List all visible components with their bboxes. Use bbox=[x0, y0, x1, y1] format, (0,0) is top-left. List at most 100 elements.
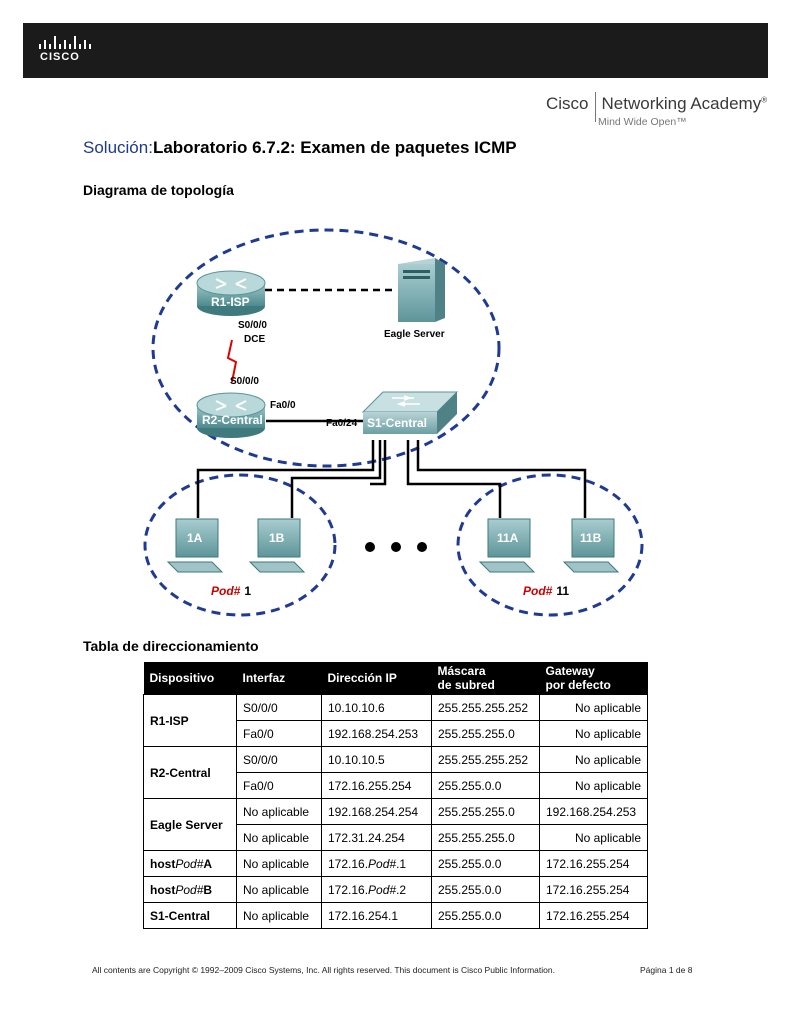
s1-label: S1-Central bbox=[367, 416, 427, 430]
cell-ip: 172.16.254.1 bbox=[321, 902, 432, 929]
cell-device: R2-Central bbox=[143, 746, 237, 799]
pc-1b-label: 1B bbox=[269, 531, 285, 545]
pc-11b-label: 11B bbox=[580, 531, 602, 545]
pod1-label: Pod#1 bbox=[211, 584, 251, 598]
r1-interface-label: S0/0/0 bbox=[238, 320, 267, 331]
pod-cabling bbox=[196, 440, 587, 518]
cisco-logo-text: CISCO bbox=[40, 51, 80, 63]
table-row: Eagle Server No aplicable 192.168.254.25… bbox=[143, 798, 648, 851]
pod11-ellipse bbox=[456, 473, 644, 617]
cell-interface: S0/0/0 bbox=[236, 694, 322, 721]
cell-mask: 255.255.0.0 bbox=[431, 772, 540, 799]
cell-ip-pod: Pod# bbox=[368, 882, 397, 897]
ellipsis-dot bbox=[365, 542, 375, 552]
cell-device: S1-Central bbox=[143, 902, 237, 929]
table-row: hostPod#B No aplicable 172.16.Pod#.2 255… bbox=[143, 876, 648, 903]
cell-device-prefix: host bbox=[150, 882, 176, 897]
academy-tagline: Mind Wide Open™ bbox=[598, 116, 687, 128]
addressing-heading: Tabla de direccionamiento bbox=[83, 638, 259, 654]
academy-brand-cisco: Cisco bbox=[546, 94, 589, 113]
academy-name: Networking Academy bbox=[601, 94, 762, 113]
academy-registered-mark: ® bbox=[761, 95, 768, 105]
cell-gateway: No aplicable bbox=[539, 772, 648, 799]
cell-ip: 172.16.Pod#.2 bbox=[321, 876, 432, 903]
cell-gateway: 192.168.254.253 bbox=[539, 798, 648, 825]
cell-gateway: No aplicable bbox=[539, 746, 648, 773]
cell-interface: Fa0/0 bbox=[236, 772, 322, 799]
cell-interface: No aplicable bbox=[236, 798, 322, 825]
pod11-label: Pod#11 bbox=[523, 584, 569, 598]
pc-11b-icon bbox=[562, 518, 620, 573]
r2-interface-label: S0/0/0 bbox=[230, 376, 259, 387]
pod1-ellipse bbox=[143, 473, 337, 617]
pc-11a-label: 11A bbox=[497, 531, 519, 545]
cell-ip: 172.16.255.254 bbox=[321, 772, 432, 799]
cell-ip-suffix: .2 bbox=[396, 882, 407, 897]
col-gateway-line1: Gateway bbox=[545, 664, 595, 678]
cell-device: hostPod#A bbox=[143, 850, 237, 877]
eagle-server-icon bbox=[398, 258, 445, 322]
page-title: Solución:Laboratorio 6.7.2: Examen de pa… bbox=[83, 138, 517, 158]
col-ip: Dirección IP bbox=[321, 662, 432, 695]
cell-mask: 255.255.255.0 bbox=[431, 720, 540, 747]
cell-ip: 192.168.254.254 bbox=[321, 798, 432, 825]
core-network-ellipse bbox=[151, 228, 501, 468]
ellipsis-dot bbox=[417, 542, 427, 552]
cell-device: R1-ISP bbox=[143, 694, 237, 747]
table-header-row: Dispositivo Interfaz Dirección IP Máscar… bbox=[143, 662, 648, 695]
r1-dce-label: DCE bbox=[244, 334, 265, 345]
cell-interface: Fa0/0 bbox=[236, 720, 322, 747]
pc-1a-icon bbox=[166, 518, 224, 573]
cell-device-suffix: B bbox=[203, 882, 213, 897]
cell-gateway: No aplicable bbox=[539, 694, 648, 721]
table-row: Fa0/0 192.168.254.253 255.255.255.0 No a… bbox=[144, 720, 648, 747]
col-mask-line1: Máscara bbox=[437, 664, 486, 678]
cell-gateway: No aplicable bbox=[539, 824, 648, 851]
title-prefix: Solución: bbox=[83, 138, 153, 157]
addressing-table: Dispositivo Interfaz Dirección IP Máscar… bbox=[143, 662, 648, 929]
cell-device-pod: Pod# bbox=[175, 856, 204, 871]
table-row: S1-Central No aplicable 172.16.254.1 255… bbox=[143, 902, 648, 929]
cell-mask: 255.255.255.0 bbox=[431, 824, 540, 851]
cell-ip: 10.10.10.6 bbox=[321, 694, 432, 721]
cell-mask: 255.255.255.0 bbox=[431, 798, 540, 825]
router-r1-icon bbox=[196, 270, 266, 316]
cell-device-prefix: host bbox=[150, 856, 176, 871]
pod11-label-number: 11 bbox=[556, 584, 569, 598]
cell-device-pod: Pod# bbox=[175, 882, 204, 897]
cell-ip-prefix: 172.16. bbox=[328, 882, 369, 897]
page-number: Página 1 de 8 bbox=[640, 965, 693, 975]
pod11-label-prefix: Pod# bbox=[523, 584, 553, 598]
cell-ip-pod: Pod# bbox=[368, 856, 397, 871]
cisco-bridge-logo-icon bbox=[39, 36, 91, 49]
cell-interface: No aplicable bbox=[236, 902, 322, 929]
r2-label: R2-Central bbox=[202, 413, 263, 427]
cell-mask: 255.255.0.0 bbox=[431, 850, 540, 877]
switch-s1-icon bbox=[361, 391, 459, 434]
academy-divider bbox=[594, 92, 596, 122]
cell-ip: 172.31.24.254 bbox=[321, 824, 432, 851]
r2-fa-label: Fa0/0 bbox=[270, 400, 296, 411]
cell-device-suffix: A bbox=[203, 856, 213, 871]
cell-ip-suffix: .1 bbox=[396, 856, 407, 871]
cell-interface: No aplicable bbox=[236, 824, 322, 851]
table-row: R2-Central S0/0/0 10.10.10.5 255.255.255… bbox=[143, 746, 648, 799]
pod1-label-prefix: Pod# bbox=[211, 584, 241, 598]
pc-1b-icon bbox=[248, 518, 306, 573]
title-text: Laboratorio 6.7.2: Examen de paquetes IC… bbox=[152, 138, 517, 157]
cell-mask: 255.255.0.0 bbox=[431, 876, 540, 903]
cell-ip-prefix: 172.16. bbox=[328, 856, 369, 871]
s1-fa-label: Fa0/24 bbox=[326, 418, 358, 429]
pod1-label-number: 1 bbox=[244, 584, 251, 598]
cell-ip: 192.168.254.253 bbox=[321, 720, 432, 747]
cell-interface: S0/0/0 bbox=[236, 746, 322, 773]
table-row: R1-ISP S0/0/0 10.10.10.6 255.255.255.252… bbox=[143, 694, 648, 747]
cell-mask: 255.255.255.252 bbox=[431, 694, 540, 721]
cell-gateway: No aplicable bbox=[539, 720, 648, 747]
col-mask-line2: de subred bbox=[437, 678, 495, 692]
cell-gateway: 172.16.255.254 bbox=[539, 902, 648, 929]
header-bar: CISCO bbox=[23, 23, 768, 78]
footer-copyright: All contents are Copyright © 1992–2009 C… bbox=[92, 965, 555, 975]
col-gateway-line2: por defecto bbox=[545, 678, 611, 692]
